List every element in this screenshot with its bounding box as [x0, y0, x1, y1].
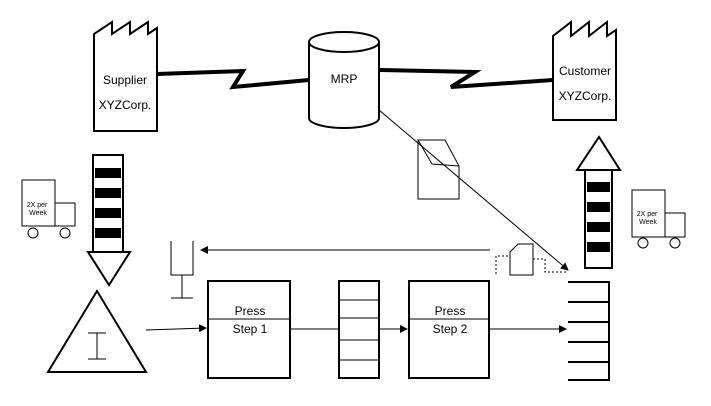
flow-arrow-inventory-to-step1 — [145, 324, 207, 333]
truck-icon-right — [631, 189, 686, 249]
supplier-factory-icon — [93, 20, 158, 132]
electronic-flow-mrp-customer — [378, 68, 554, 89]
mrp-to-schedule-line — [378, 109, 569, 271]
kanban-post-icon — [170, 241, 194, 299]
buffer-stack-icon — [338, 280, 380, 379]
process-box-step-2 — [408, 280, 490, 379]
shipment-arrow-up — [575, 135, 622, 269]
shipment-arrow-down — [86, 154, 132, 287]
process-2-step: Step 2 — [433, 322, 468, 336]
truck-left-frequency: 2X per Week — [27, 202, 50, 217]
kanban-card-icon — [509, 243, 534, 276]
electronic-flow-supplier-mrp — [156, 68, 310, 90]
truck-right-frequency: 2X per Week — [637, 211, 660, 226]
mrp-database-icon — [308, 31, 380, 129]
process-1-name: Press — [235, 304, 266, 318]
mrp-label: MRP — [331, 72, 358, 86]
inventory-triangle-icon — [46, 289, 148, 373]
customer-factory-icon — [552, 19, 617, 121]
process-1-step: Step 1 — [233, 322, 268, 336]
document-icon — [417, 139, 460, 200]
customer-name: Customer — [559, 64, 611, 78]
process-2-name: Press — [435, 304, 466, 318]
kanban-card-dotted-link — [495, 255, 567, 276]
supplier-name: Supplier — [103, 73, 147, 87]
process-box-step-1 — [207, 280, 291, 379]
supermarket-rack-icon — [568, 281, 610, 381]
truck-icon-left — [21, 179, 76, 239]
supplier-company: XYZCorp. — [99, 98, 152, 112]
customer-company: XYZCorp. — [559, 89, 612, 103]
